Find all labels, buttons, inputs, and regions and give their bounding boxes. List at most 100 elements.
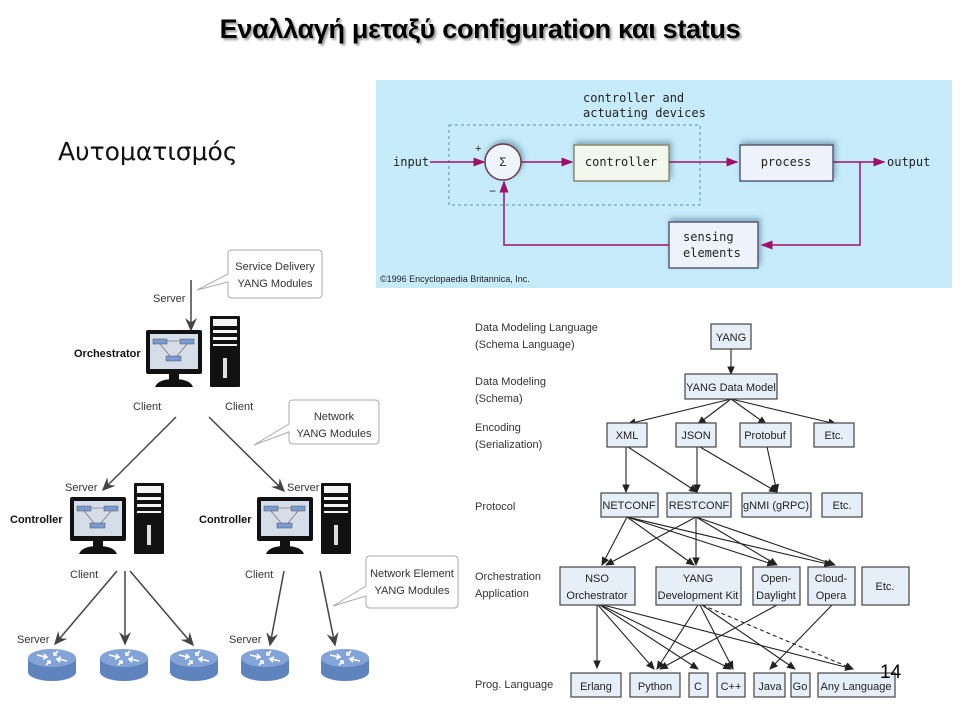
left-controller-to-router3-arrow xyxy=(129,570,194,647)
yang-hierarchy-diagram: Service Delivery YANG Modules Server Orc… xyxy=(10,249,459,682)
encoding-box-etc xyxy=(813,422,855,448)
control-loop-diagram: controller and actuating devices input +… xyxy=(376,80,952,288)
lang-box-java xyxy=(753,672,786,698)
orchestrator-client-left-label: Client xyxy=(133,401,161,413)
app-text-cloud-1: Cloud- xyxy=(815,573,848,585)
protocol-text-netconf: NETCONF xyxy=(602,500,655,512)
router-icon xyxy=(27,648,77,682)
row-label-dml-2: (Schema Language) xyxy=(475,339,575,351)
lang-box-erlang xyxy=(570,672,622,698)
controller-label: controller xyxy=(585,155,657,169)
network-line2: YANG Modules xyxy=(297,428,372,440)
sensing-line1: sensing xyxy=(683,230,734,244)
yang-box xyxy=(710,323,752,350)
orchestrator-to-left-controller-arrow xyxy=(101,416,177,492)
right-controller-to-router5-arrow xyxy=(319,570,339,647)
encoding-text-json: JSON xyxy=(681,430,710,442)
slide-subtitle: Αυτοματισμός xyxy=(58,137,238,166)
lang-text-erlang: Erlang xyxy=(580,681,612,693)
yang-data-model-box xyxy=(684,373,778,400)
sensing-elements-box xyxy=(668,221,759,269)
lang-box-python xyxy=(629,672,681,698)
orchestrator-server-label: Server xyxy=(153,293,186,305)
actuating-group-boundary xyxy=(448,124,701,206)
right-controller-to-router4-arrow xyxy=(266,570,285,647)
left-controller-client-label: Client xyxy=(70,569,98,581)
app-box-nso xyxy=(559,566,636,606)
process-box xyxy=(739,144,834,182)
encoding-text-etc: Etc. xyxy=(825,430,844,442)
protocol-box-restconf xyxy=(666,492,732,518)
copyright-text: ©1996 Encyclopaedia Britannica, Inc. xyxy=(380,274,530,284)
protocol-box-netconf xyxy=(600,492,659,518)
app-text-ydk-1: YANG xyxy=(683,573,713,585)
controller-box xyxy=(573,144,670,182)
feedback-to-sum-arrow xyxy=(499,180,669,246)
process-label: process xyxy=(761,155,812,169)
network-element-callout xyxy=(332,555,459,609)
lang-box-go xyxy=(790,672,811,698)
encoding-box-json xyxy=(675,422,717,448)
input-label: input xyxy=(393,155,429,169)
encoding-box-protobuf xyxy=(739,422,792,448)
service-delivery-line1: Service Delivery xyxy=(235,261,315,273)
right-controller-label: Controller xyxy=(199,514,252,526)
row-label-dm-2: (Schema) xyxy=(475,393,523,405)
group-label-line1: controller and xyxy=(583,91,684,105)
router-icon xyxy=(240,648,290,682)
protocol-text-etc: Etc. xyxy=(833,500,852,512)
app-text-odl-2: Daylight xyxy=(756,590,796,602)
network-callout xyxy=(253,399,380,446)
protocol-text-gnmi: gNMI (gRPC) xyxy=(743,500,809,512)
app-text-odl-1: Open- xyxy=(761,573,792,585)
router-icon xyxy=(99,648,149,682)
router-left-server-label: Server xyxy=(17,634,50,646)
lang-text-cpp: C++ xyxy=(721,681,742,693)
orchestrator-computer-icon xyxy=(145,315,241,388)
encoding-text-protobuf: Protobuf xyxy=(744,430,787,442)
group-label-line2: actuating devices xyxy=(583,106,706,120)
yang-stack-diagram: Data Modeling Language (Schema Language)… xyxy=(475,322,910,698)
service-delivery-callout xyxy=(196,249,323,299)
control-loop-background xyxy=(376,80,952,288)
row-label-enc-1: Encoding xyxy=(475,422,521,434)
row-label-orch-1: Orchestration xyxy=(475,571,541,583)
app-box-opendaylight xyxy=(752,566,801,606)
app-text-nso-2: Orchestrator xyxy=(566,590,627,602)
lang-box-any xyxy=(817,672,896,698)
lang-text-go: Go xyxy=(793,681,808,693)
row-label-protocol: Protocol xyxy=(475,501,515,513)
row-label-prog: Prog. Language xyxy=(475,679,553,691)
app-text-nso-1: NSO xyxy=(585,573,609,585)
output-label: output xyxy=(887,155,930,169)
service-delivery-line2: YANG Modules xyxy=(238,278,313,290)
feedback-to-sensing-arrow xyxy=(760,162,861,250)
row-label-enc-2: (Serialization) xyxy=(475,439,542,451)
lang-box-cpp xyxy=(716,672,746,698)
right-controller-server-label: Server xyxy=(287,482,320,494)
left-controller-server-label: Server xyxy=(65,482,98,494)
app-box-ydk xyxy=(655,566,742,606)
row-label-orch-2: Application xyxy=(475,588,529,600)
sensing-line2: elements xyxy=(683,246,741,260)
protocol-text-restconf: RESTCONF xyxy=(669,500,730,512)
stack-connectors xyxy=(593,349,855,671)
orchestrator-to-right-controller-arrow xyxy=(208,416,286,493)
router-icon xyxy=(320,648,370,682)
encoding-box-xml xyxy=(606,422,648,448)
router-icon xyxy=(169,648,219,682)
lang-text-c: C xyxy=(694,681,702,693)
row-label-dml-1: Data Modeling Language xyxy=(475,322,598,334)
lang-text-java: Java xyxy=(758,681,782,693)
left-controller-to-router1-arrow xyxy=(54,570,118,646)
lang-text-any: Any Language xyxy=(821,681,892,693)
app-text-etc: Etc. xyxy=(876,581,895,593)
page-number: 14 xyxy=(880,662,902,683)
left-controller-label: Controller xyxy=(10,514,63,526)
protocol-box-gnmi xyxy=(741,492,812,518)
right-controller-client-label: Client xyxy=(245,569,273,581)
plus-sign: + xyxy=(475,143,481,155)
encoding-text-xml: XML xyxy=(616,430,639,442)
minus-sign: − xyxy=(489,184,496,198)
app-text-cloud-2: Opera xyxy=(816,590,847,602)
